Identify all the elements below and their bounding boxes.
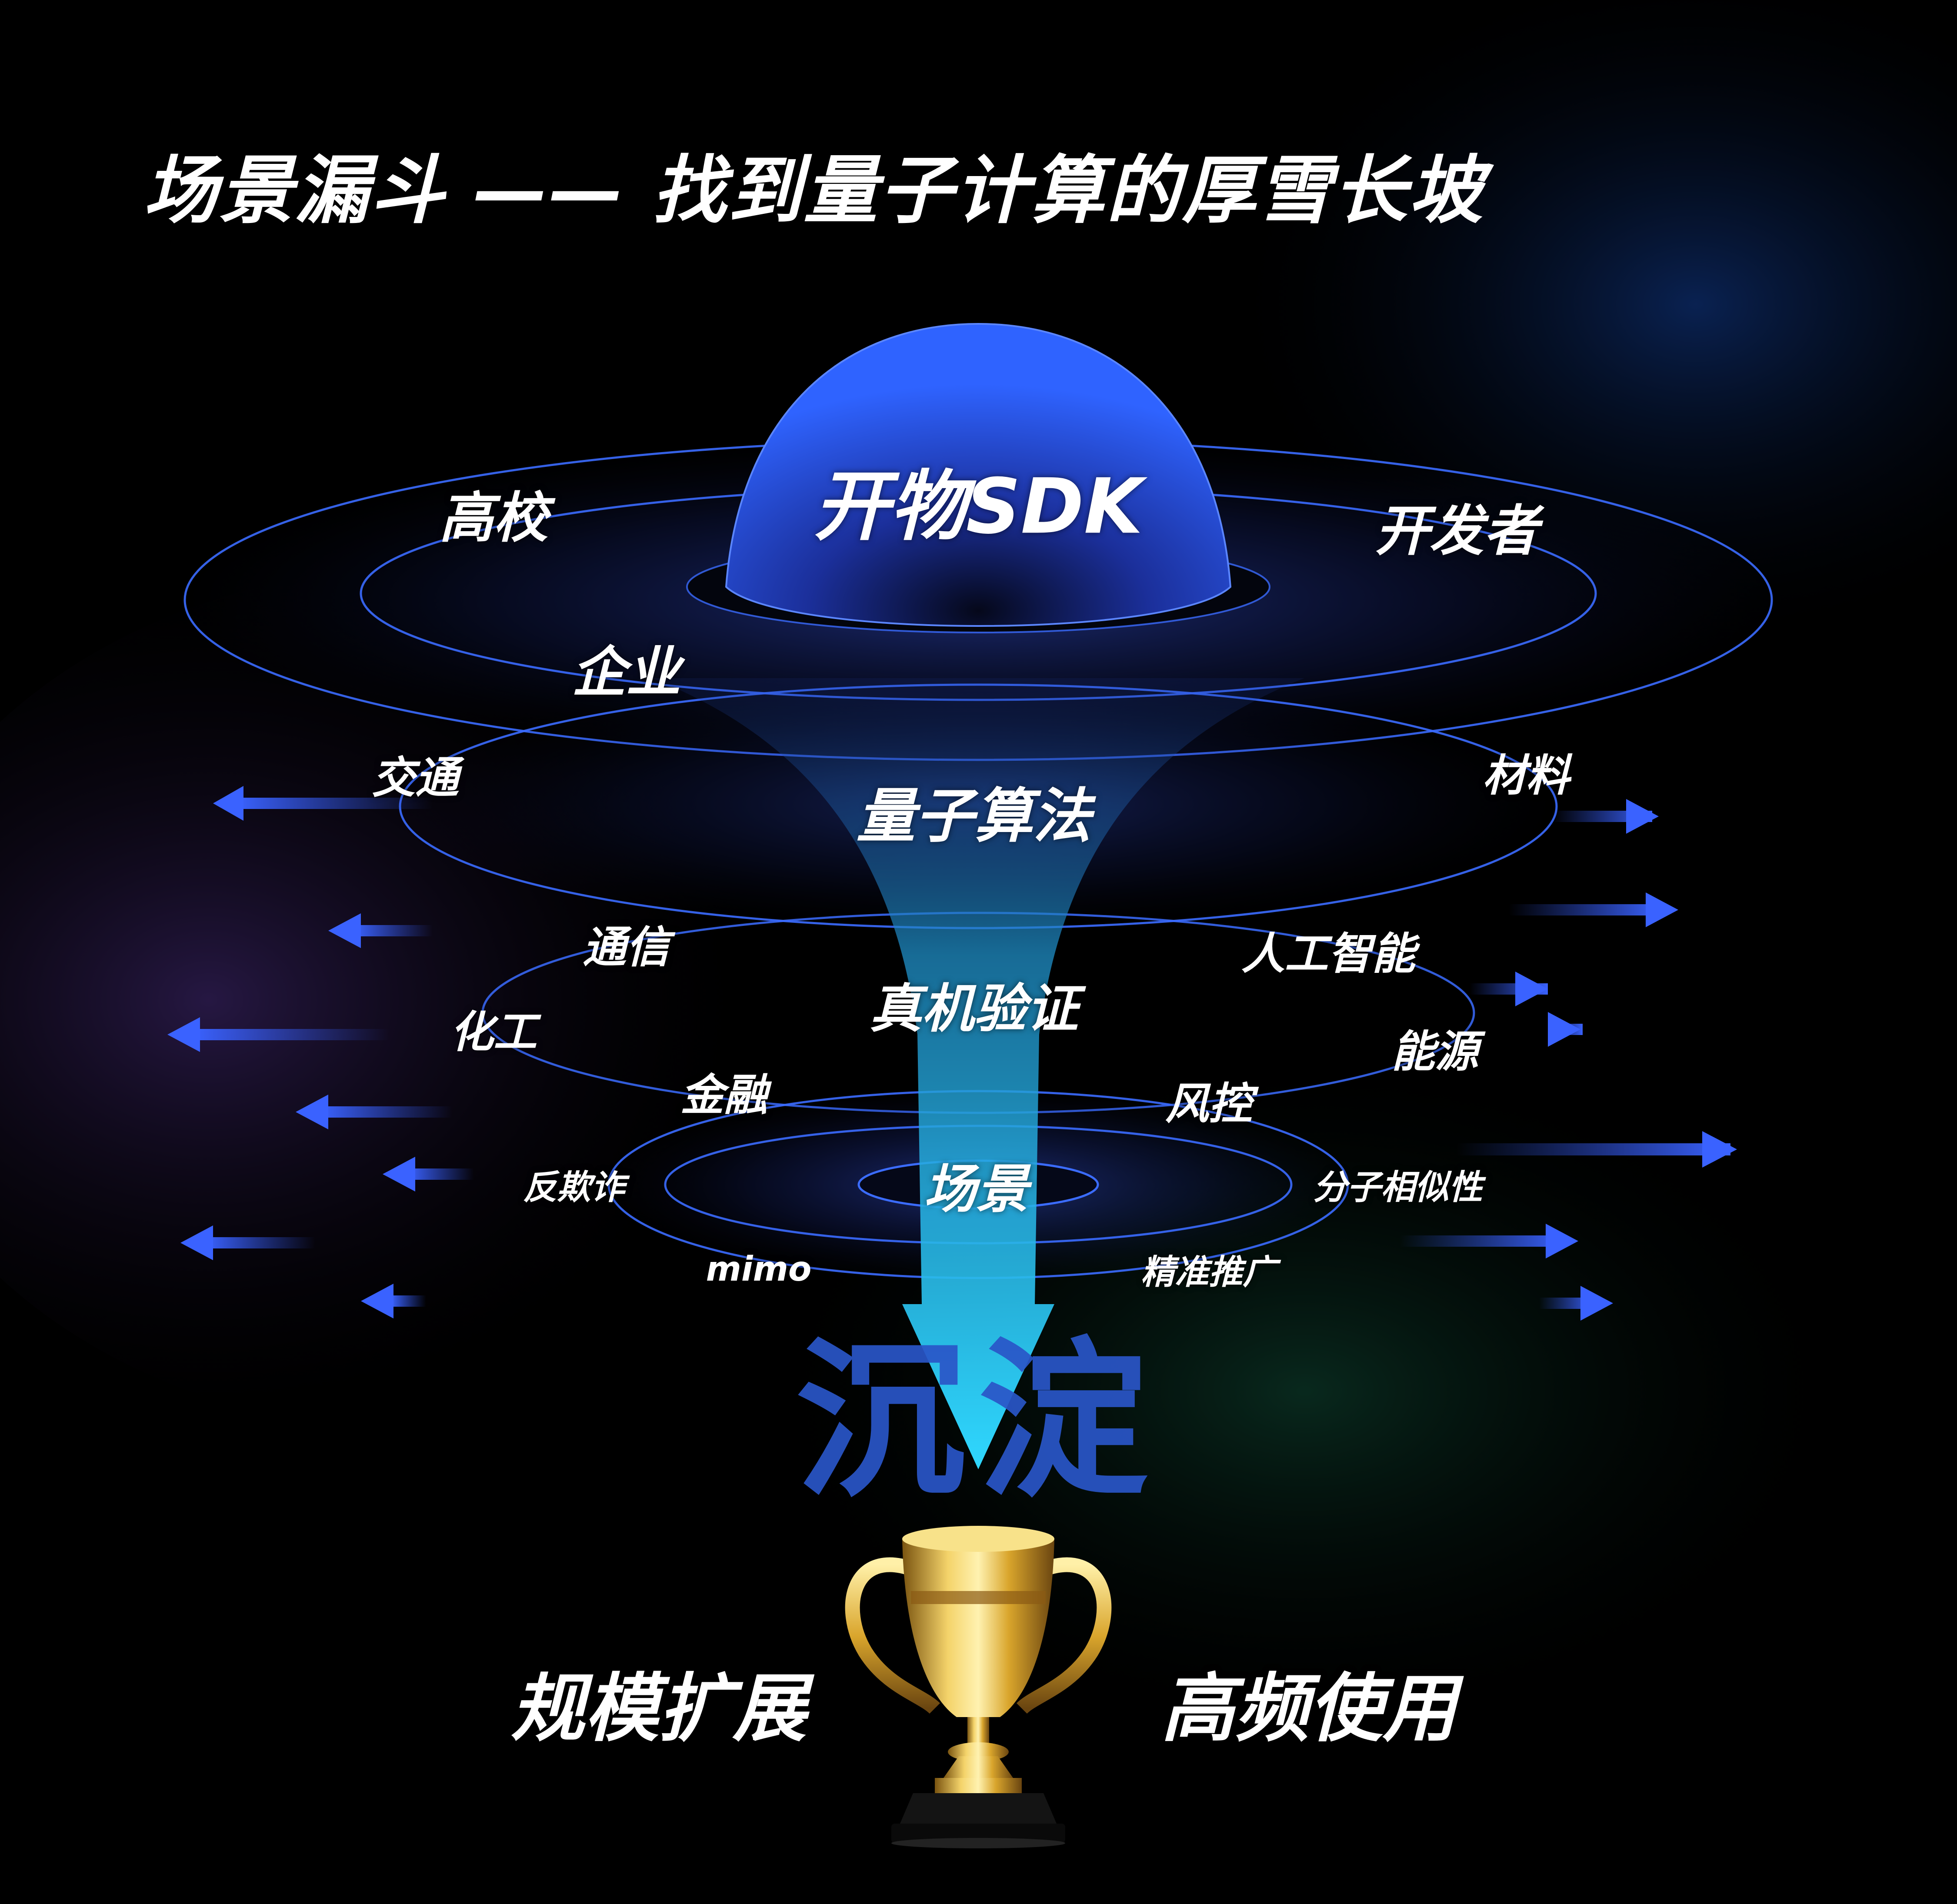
precision-marketing-label: 精准推广 xyxy=(1140,1253,1277,1292)
scenario-label: 场景 xyxy=(924,1159,1028,1220)
transport-label: 交通 xyxy=(372,752,459,803)
molecular-similarity-label: 分子相似性 xyxy=(1313,1168,1483,1207)
verification-label: 真机验证 xyxy=(870,979,1078,1039)
chemical-label: 化工 xyxy=(450,1006,537,1058)
funnel-arrow xyxy=(652,678,1304,1469)
energy-label: 能源 xyxy=(1391,1026,1478,1077)
anti-fraud-label: 反欺诈 xyxy=(523,1168,625,1207)
left-arrows xyxy=(167,786,474,1318)
sdk-dome xyxy=(725,323,1232,627)
enterprise-label: 企业 xyxy=(572,641,680,704)
trophy-icon xyxy=(845,1526,1112,1848)
risk-label: 风控 xyxy=(1165,1078,1252,1129)
frequency-label: 高频使用 xyxy=(1160,1666,1457,1752)
communication-label: 通信 xyxy=(583,922,670,973)
algorithm-label: 量子算法 xyxy=(857,782,1091,850)
sediment-label: 沉淀 xyxy=(796,1322,1161,1520)
scale-label: 规模扩展 xyxy=(510,1666,807,1752)
ai-label: 人工智能 xyxy=(1241,928,1415,979)
sdk-label: 开物SDK xyxy=(813,463,1143,551)
mimo-label: mimo xyxy=(706,1250,812,1289)
materials-label: 材料 xyxy=(1483,750,1570,801)
developer-label: 开发者 xyxy=(1375,499,1538,563)
finance-label: 金融 xyxy=(680,1069,767,1121)
page-title: 场景漏斗 —— 找到量子计算的厚雪长坡 xyxy=(143,148,1485,234)
university-label: 高校 xyxy=(439,486,548,550)
right-arrows xyxy=(1400,799,1737,1321)
